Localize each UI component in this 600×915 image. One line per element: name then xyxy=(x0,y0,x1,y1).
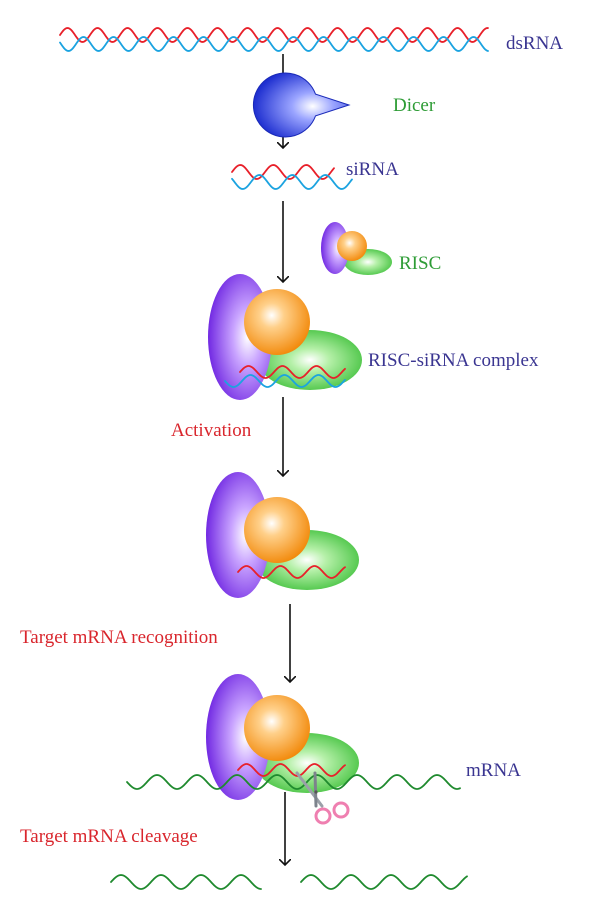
sirna-sense-strand xyxy=(231,164,335,180)
target-cleavage-label: Target mRNA cleavage xyxy=(20,826,198,847)
dicer-label: Dicer xyxy=(393,95,436,116)
cleaved-mrna xyxy=(110,874,468,890)
dicer-shape xyxy=(252,72,351,138)
complex-sense-strand xyxy=(239,365,346,379)
sirna-antisense-strand xyxy=(231,174,353,190)
risc-sirna-complex xyxy=(208,274,362,400)
activation-label: Activation xyxy=(171,420,252,441)
target-orange xyxy=(244,695,310,761)
sirna-label: siRNA xyxy=(346,159,399,180)
target-mrna-strand xyxy=(126,774,461,790)
target-recognition-label: Target mRNA recognition xyxy=(20,627,218,648)
risc-small-orange xyxy=(337,231,367,261)
sirna-strands xyxy=(231,164,353,190)
activated-guide-strand xyxy=(237,565,346,579)
cleaved-mrna-left xyxy=(110,874,262,890)
dsrna-strands xyxy=(59,27,489,52)
activated-orange xyxy=(244,497,310,563)
dsrna-label: dsRNA xyxy=(506,33,564,54)
target-guide-strand xyxy=(237,763,346,777)
complex-orange xyxy=(244,289,310,355)
mrna-label: mRNA xyxy=(466,760,521,781)
complex-antisense-strand xyxy=(224,374,346,388)
dsrna-sense-strand xyxy=(59,27,489,43)
cleaved-mrna-right xyxy=(300,874,468,890)
risc-sirna-complex-label: RISC-siRNA complex xyxy=(368,350,539,371)
scissors-icon xyxy=(295,771,350,825)
activated-purple xyxy=(206,472,270,598)
risc-small xyxy=(321,222,392,275)
risc-label: RISC xyxy=(399,253,442,274)
activated-risc xyxy=(206,472,359,598)
dsrna-antisense-strand xyxy=(59,36,489,52)
target-recognition-complex xyxy=(126,674,461,800)
